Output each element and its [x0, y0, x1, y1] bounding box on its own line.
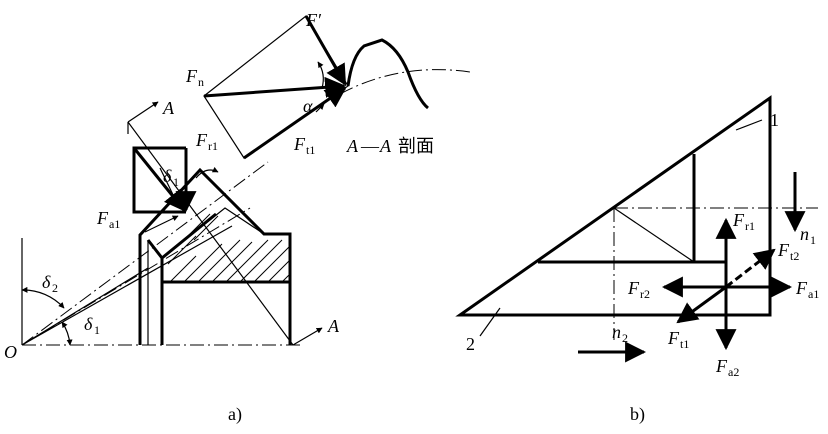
label-part-2: 2: [466, 334, 475, 354]
caption-b: b): [630, 404, 645, 425]
label-F-prime: F′: [305, 10, 322, 30]
label-n1: n: [800, 224, 809, 244]
label-F-t1-sub: t1: [306, 143, 315, 157]
label-delta1: δ: [84, 314, 93, 334]
gear-inner-step: [146, 239, 164, 345]
label-F-r1-b-sub: r1: [745, 219, 755, 233]
arrow-F-t1-b: [676, 285, 727, 324]
gear-triangle: [455, 95, 772, 317]
label-F-n: F: [185, 66, 198, 86]
label-F-t1-b: F: [667, 328, 680, 348]
caption-a: a): [228, 404, 242, 425]
label-n1-sub: 1: [810, 233, 816, 247]
figure-b: [455, 95, 818, 363]
label-F-a2-b-sub: a2: [728, 365, 739, 379]
label-F-r1-b: F: [732, 210, 745, 230]
section-arrow-top-dir: [127, 101, 159, 123]
delta1-arc: [61, 321, 73, 346]
label-F-r1-sub: r1: [208, 139, 218, 153]
alpha-arc: [317, 61, 324, 89]
arrow-F-prime: [304, 15, 347, 86]
label-F-t2-b-sub: t2: [790, 249, 799, 263]
figure-a: [21, 15, 471, 346]
label-F-r2-b: F: [627, 278, 640, 298]
label-F-a1-b: F: [795, 278, 808, 298]
label-section-text: 剖面: [398, 136, 434, 156]
label-F-r2-b-sub: r2: [640, 287, 650, 301]
cone-line-2: [21, 207, 251, 346]
label-section-A2: A: [379, 136, 392, 156]
label-n2: n: [612, 322, 621, 342]
tooth-profile: [346, 38, 429, 110]
label-A-top: A: [162, 98, 175, 118]
label-F-r1: F: [195, 130, 208, 150]
delta2-arc: [21, 286, 65, 309]
inner-diagonal: [613, 207, 695, 263]
cone-line-4: [21, 267, 149, 346]
arc-top-gear: [195, 166, 219, 179]
pitch-arc: [339, 69, 471, 95]
arrow-F-t2-b: [725, 248, 776, 289]
force-rectangle-a1-r1: [132, 146, 186, 214]
label-delta2: δ: [42, 272, 51, 292]
arrow-F-t1: [243, 86, 347, 160]
alpha-tick: [315, 103, 325, 113]
label-delta1-sub: 1: [94, 323, 100, 337]
label-A-bottom: A: [327, 316, 340, 336]
arrow-F-a1-small: [144, 215, 179, 233]
label-F-t1: F: [293, 134, 306, 154]
label-n2-sub: 2: [622, 331, 628, 345]
label-part-1: 1: [770, 110, 779, 130]
section-line: [127, 121, 294, 346]
label-F-a1-sub: a1: [109, 217, 120, 231]
label-F-t1-b-sub: t1: [680, 337, 689, 351]
leader-1: [735, 119, 763, 131]
label-F-a2-b: F: [715, 356, 728, 376]
section-arrow-bottom-dir: [292, 327, 323, 346]
label-section-A: A: [346, 136, 359, 156]
arrow-F-n: [203, 76, 347, 98]
label-delta1-top: δ: [163, 166, 172, 186]
hatched-section: [161, 207, 291, 283]
label-delta1-top-sub: 1: [173, 175, 179, 189]
label-delta2-sub: 2: [52, 281, 58, 295]
label-O: O: [4, 342, 17, 362]
arrow-delta1-top: [159, 167, 179, 206]
leader-2: [479, 307, 501, 337]
label-F-n-sub: n: [198, 75, 204, 89]
cone-line-1: [21, 161, 269, 346]
label-F-t2-b: F: [777, 240, 790, 260]
label-section-dash: —: [360, 136, 380, 156]
cone-line-3: [21, 225, 233, 346]
label-F-a1: F: [96, 208, 109, 228]
label-F-a1-b-sub: a1: [808, 287, 819, 301]
label-alpha: α: [303, 96, 313, 116]
